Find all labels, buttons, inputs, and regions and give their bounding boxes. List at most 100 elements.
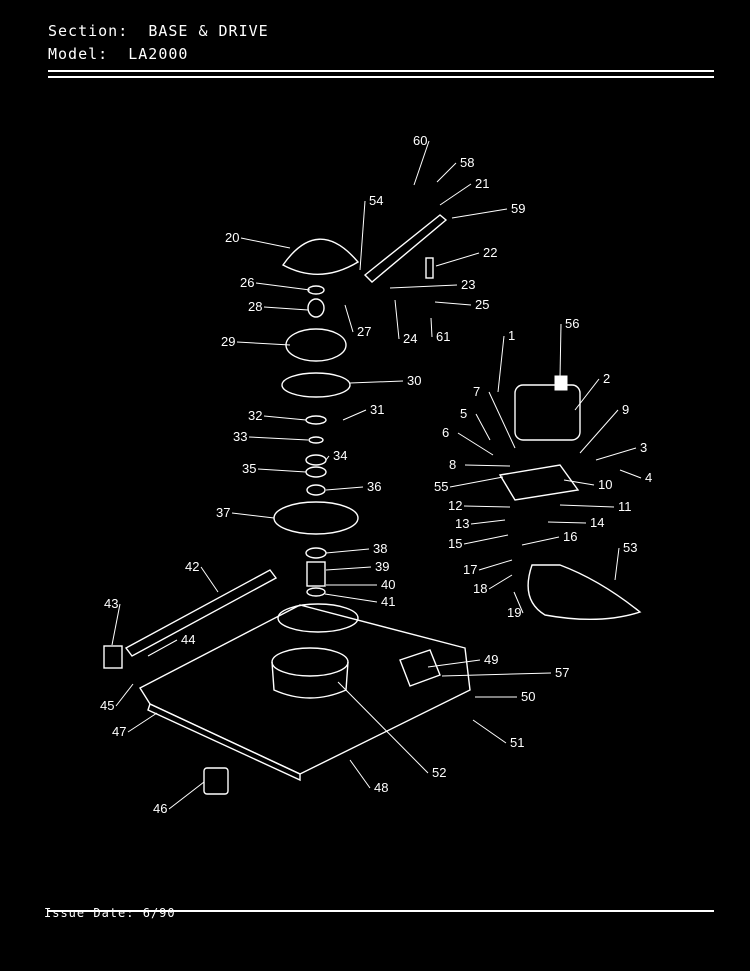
leader-line-45 <box>115 683 134 707</box>
leader-line-16 <box>521 536 560 546</box>
leader-line-60 <box>413 140 430 186</box>
leader-line-2 <box>574 378 600 411</box>
leader-line-6 <box>457 432 494 456</box>
leader-line-52 <box>337 681 429 774</box>
callout-4: 4 <box>645 470 652 485</box>
leader-line-33 <box>248 436 309 441</box>
leader-line-53 <box>614 547 620 581</box>
leader-line-9 <box>579 409 619 454</box>
leader-line-36 <box>325 486 364 491</box>
issue-date: Issue Date: 6/90 <box>44 906 176 920</box>
leader-line-30 <box>349 380 404 384</box>
callout-5: 5 <box>460 406 467 421</box>
callout-51: 51 <box>510 735 524 750</box>
leader-line-27 <box>344 304 354 333</box>
leader-line-42 <box>200 566 219 593</box>
callout-1: 1 <box>508 328 515 343</box>
leader-line-51 <box>472 719 507 744</box>
leader-line-37 <box>231 512 275 519</box>
leader-line-29 <box>236 341 291 346</box>
leader-line-3 <box>595 447 637 461</box>
callout-16: 16 <box>563 529 577 544</box>
callout-61: 61 <box>436 329 450 344</box>
callout-60: 60 <box>413 133 427 148</box>
leader-line-39 <box>325 566 372 571</box>
callout-46: 46 <box>153 801 167 816</box>
leader-line-7 <box>488 391 516 449</box>
callout-34: 34 <box>333 448 347 463</box>
callout-45: 45 <box>100 698 114 713</box>
model-value: LA2000 <box>128 45 189 63</box>
callout-17: 17 <box>463 562 477 577</box>
callout-31: 31 <box>370 402 384 417</box>
callout-23: 23 <box>461 277 475 292</box>
leader-line-28 <box>263 306 309 311</box>
callout-20: 20 <box>225 230 239 245</box>
leader-line-55 <box>449 476 504 488</box>
header-rule-top <box>48 70 714 72</box>
belt <box>527 564 642 621</box>
leader-line-49 <box>427 659 481 668</box>
leader-line-19 <box>513 591 524 614</box>
motor <box>498 375 581 501</box>
section-value: BASE & DRIVE <box>148 22 269 40</box>
leader-line-58 <box>436 162 457 183</box>
section-label: Section: <box>48 22 129 40</box>
leader-line-21 <box>439 183 472 206</box>
callout-42: 42 <box>185 559 199 574</box>
callout-15: 15 <box>448 536 462 551</box>
leader-line-32 <box>263 415 307 421</box>
leader-line-13 <box>470 519 506 525</box>
leader-line-61 <box>430 317 433 338</box>
callout-41: 41 <box>381 594 395 609</box>
callout-22: 22 <box>483 245 497 260</box>
callout-33: 33 <box>233 429 247 444</box>
callout-57: 57 <box>555 665 569 680</box>
pulley-stack <box>273 238 360 597</box>
callout-26: 26 <box>240 275 254 290</box>
callout-29: 29 <box>221 334 235 349</box>
leader-line-26 <box>255 282 311 291</box>
leader-line-20 <box>240 237 291 249</box>
callout-55: 55 <box>434 479 448 494</box>
issue-value: 6/90 <box>142 906 176 920</box>
callout-35: 35 <box>242 461 256 476</box>
callout-3: 3 <box>640 440 647 455</box>
callout-39: 39 <box>375 559 389 574</box>
callout-10: 10 <box>598 477 612 492</box>
callout-49: 49 <box>484 652 498 667</box>
leader-line-46 <box>168 781 205 810</box>
callout-9: 9 <box>622 402 629 417</box>
leader-line-15 <box>463 534 509 545</box>
leader-line-38 <box>325 548 370 554</box>
leader-line-57 <box>441 672 552 677</box>
leader-line-56 <box>559 323 562 379</box>
callout-44: 44 <box>181 632 195 647</box>
callout-14: 14 <box>590 515 604 530</box>
leader-line-47 <box>127 712 158 733</box>
leader-line-31 <box>342 409 367 421</box>
callout-25: 25 <box>475 297 489 312</box>
leader-line-14 <box>547 521 587 524</box>
base-plate <box>139 603 471 782</box>
leader-line-41 <box>324 593 378 603</box>
leader-line-34 <box>325 455 330 461</box>
leader-line-17 <box>478 559 513 571</box>
callout-59: 59 <box>511 201 525 216</box>
callout-13: 13 <box>455 516 469 531</box>
leader-line-59 <box>451 208 508 219</box>
callout-7: 7 <box>473 384 480 399</box>
callout-8: 8 <box>449 457 456 472</box>
leader-line-11 <box>559 504 615 508</box>
leader-line-1 <box>497 335 505 393</box>
leader-line-25 <box>434 301 472 306</box>
model-label: Model: <box>48 45 109 63</box>
section-line: Section: BASE & DRIVE <box>48 22 269 40</box>
callout-52: 52 <box>432 765 446 780</box>
callout-43: 43 <box>104 596 118 611</box>
leader-line-8 <box>464 464 511 467</box>
callout-48: 48 <box>374 780 388 795</box>
leader-line-5 <box>475 413 491 441</box>
callout-27: 27 <box>357 324 371 339</box>
